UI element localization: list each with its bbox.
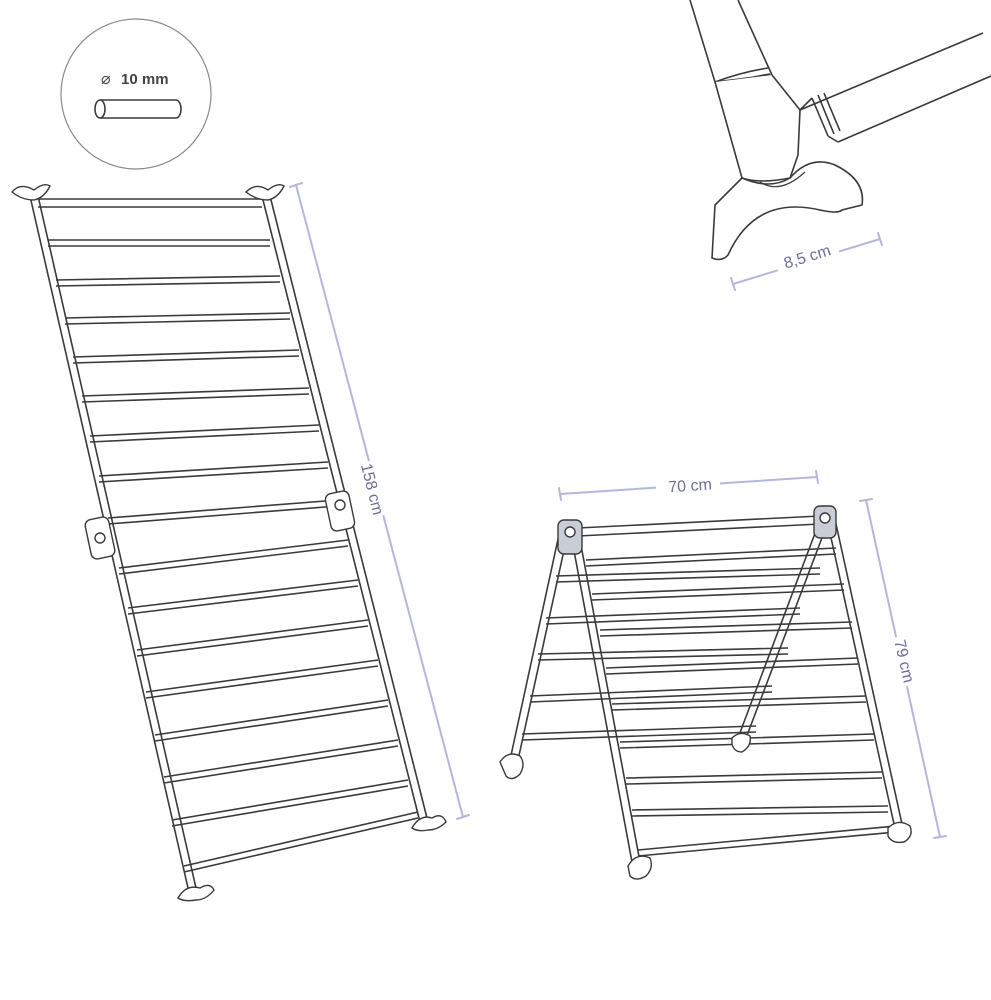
rod-diameter-label: 10 mm — [121, 71, 169, 88]
rod-cross-section-icon — [94, 99, 182, 119]
unfolded-rack-feet — [11, 183, 447, 902]
a-frame-rack — [499, 505, 912, 880]
height-dimension: 79 cm — [859, 498, 947, 839]
a-frame-feet — [499, 732, 912, 880]
unfolded-rack-crossbars — [48, 239, 419, 873]
a-frame-rear-crossbars — [521, 567, 821, 741]
foot-width-dimension: 8,5 cm — [730, 232, 883, 291]
rod-diameter-callout: ⌀ 10 mm — [60, 18, 212, 170]
a-frame-front-crossbars — [585, 547, 897, 857]
width-dimension: 70 cm — [558, 470, 819, 501]
unfolded-rack — [11, 183, 447, 902]
rack-foot-icon — [711, 161, 864, 261]
diameter-symbol: ⌀ — [101, 69, 111, 88]
unfolded-rack-hinges — [84, 490, 356, 560]
a-frame-hinges — [557, 505, 837, 555]
width-label: 70 cm — [668, 476, 713, 496]
foot-closeup — [689, 0, 991, 261]
